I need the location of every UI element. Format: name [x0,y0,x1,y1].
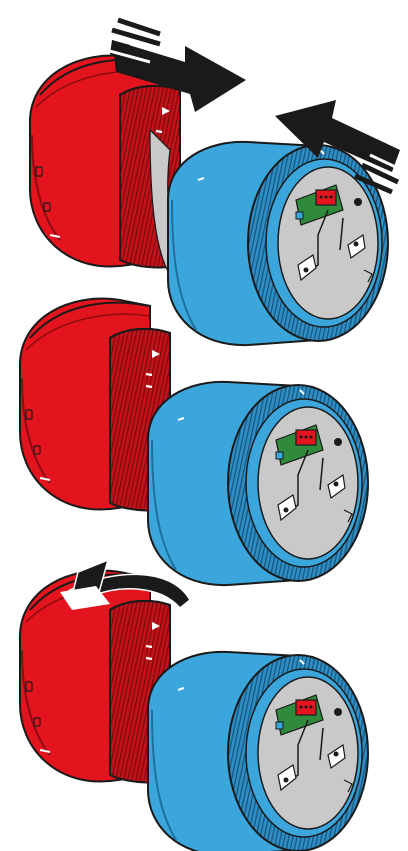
blue-module [167,140,389,347]
blue-module [147,650,369,851]
push-left-arrow-icon [275,100,403,195]
rotate-arrow-icon [60,558,191,610]
step-3-twist-lock [18,558,369,851]
push-right-arrow-icon [105,17,246,112]
step-1-align [28,17,403,347]
blue-module [147,380,369,587]
